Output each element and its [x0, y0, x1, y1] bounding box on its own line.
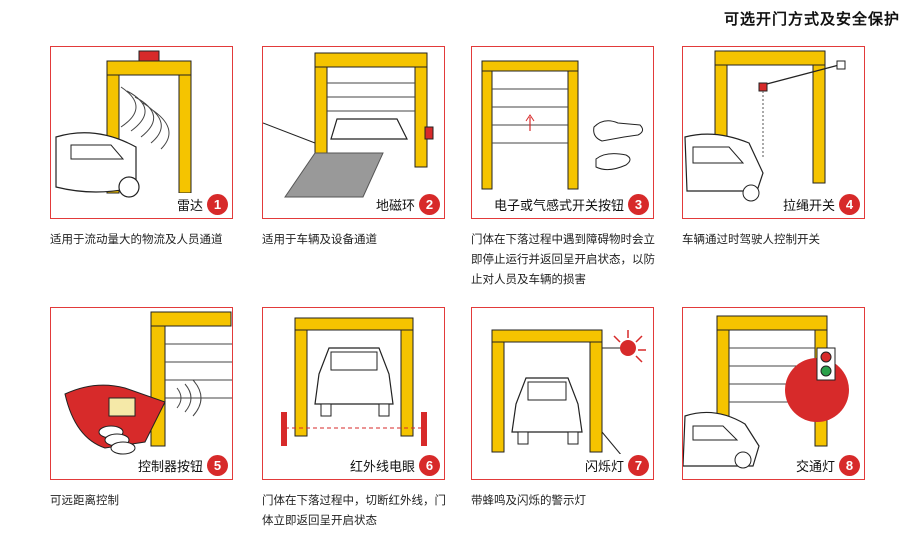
num-flash-light: 7 [628, 454, 649, 476]
num-sensor-switch: 3 [628, 193, 649, 215]
desc-pull-cord: 车辆通过时驾驶人控制开关 [682, 232, 820, 246]
num-pull-cord: 4 [839, 193, 860, 215]
page-title: 可选开门方式及安全保护 [723, 10, 900, 28]
traffic-light-scene-icon [683, 315, 849, 469]
radar-scene-icon [55, 50, 192, 198]
panel-sensor-switch: 电子或气感式开关按钮 3 [471, 46, 654, 219]
desc-radar: 适用于流动量大的物流及人员通道 [50, 232, 223, 246]
panel-flash-light: 闪烁灯 7 [471, 307, 654, 480]
panel-magnetic-loop: 地磁环 2 [262, 46, 445, 219]
label-sensor-switch: 电子或气感式开关按钮 [493, 198, 624, 214]
num-traffic-light: 8 [839, 454, 860, 476]
desc-sensor-switch: 门体在下落过程中遇到障碍物时会立即停止运行并返回呈开启状态，以防止对人员及车辆的… [471, 232, 655, 286]
num-radar: 1 [207, 193, 228, 215]
num-infrared-eye: 6 [419, 454, 440, 476]
panel-pull-cord: 拉绳开关 4 [682, 46, 865, 219]
label-pull-cord: 拉绳开关 [782, 198, 835, 214]
desc-magnetic-loop: 适用于车辆及设备通道 [262, 232, 377, 246]
sensor-switch-scene-icon [481, 60, 644, 190]
tag-flash-light: 闪烁灯 7 [578, 454, 649, 476]
tag-pull-cord: 拉绳开关 4 [776, 193, 860, 215]
flash-light-scene-icon [491, 329, 646, 469]
tag-sensor-switch: 电子或气感式开关按钮 3 [487, 193, 649, 215]
desc-infrared-eye: 门体在下落过程中，切断红外线，门体立即返回呈开启状态 [262, 493, 446, 527]
label-infrared-eye: 红外线电眼 [349, 459, 415, 475]
infrared-eye-scene-icon [281, 317, 427, 446]
magnetic-loop-scene-icon [263, 52, 434, 198]
label-remote-control: 控制器按钮 [137, 459, 203, 475]
tag-magnetic-loop: 地磁环 2 [369, 193, 440, 215]
label-traffic-light: 交通灯 [795, 459, 835, 475]
label-radar: 雷达 [176, 198, 203, 214]
tag-radar: 雷达 1 [170, 193, 228, 215]
tag-traffic-light: 交通灯 8 [789, 454, 860, 476]
label-magnetic-loop: 地磁环 [375, 198, 415, 214]
num-remote-control: 5 [207, 454, 228, 476]
tag-infrared-eye: 红外线电眼 6 [343, 454, 440, 476]
desc-flash-light: 带蜂鸣及闪烁的警示灯 [471, 493, 586, 507]
panel-radar: 雷达 1 [50, 46, 233, 219]
panel-traffic-light: 交通灯 8 [682, 307, 865, 480]
pull-cord-scene-icon [684, 50, 846, 202]
remote-control-scene-icon [64, 311, 232, 455]
panel-remote-control: 控制器按钮 5 [50, 307, 233, 480]
label-flash-light: 闪烁灯 [584, 459, 624, 475]
panel-infrared-eye: 红外线电眼 6 [262, 307, 445, 480]
desc-remote-control: 可远距离控制 [50, 493, 119, 507]
num-magnetic-loop: 2 [419, 193, 440, 215]
tag-remote-control: 控制器按钮 5 [131, 454, 228, 476]
